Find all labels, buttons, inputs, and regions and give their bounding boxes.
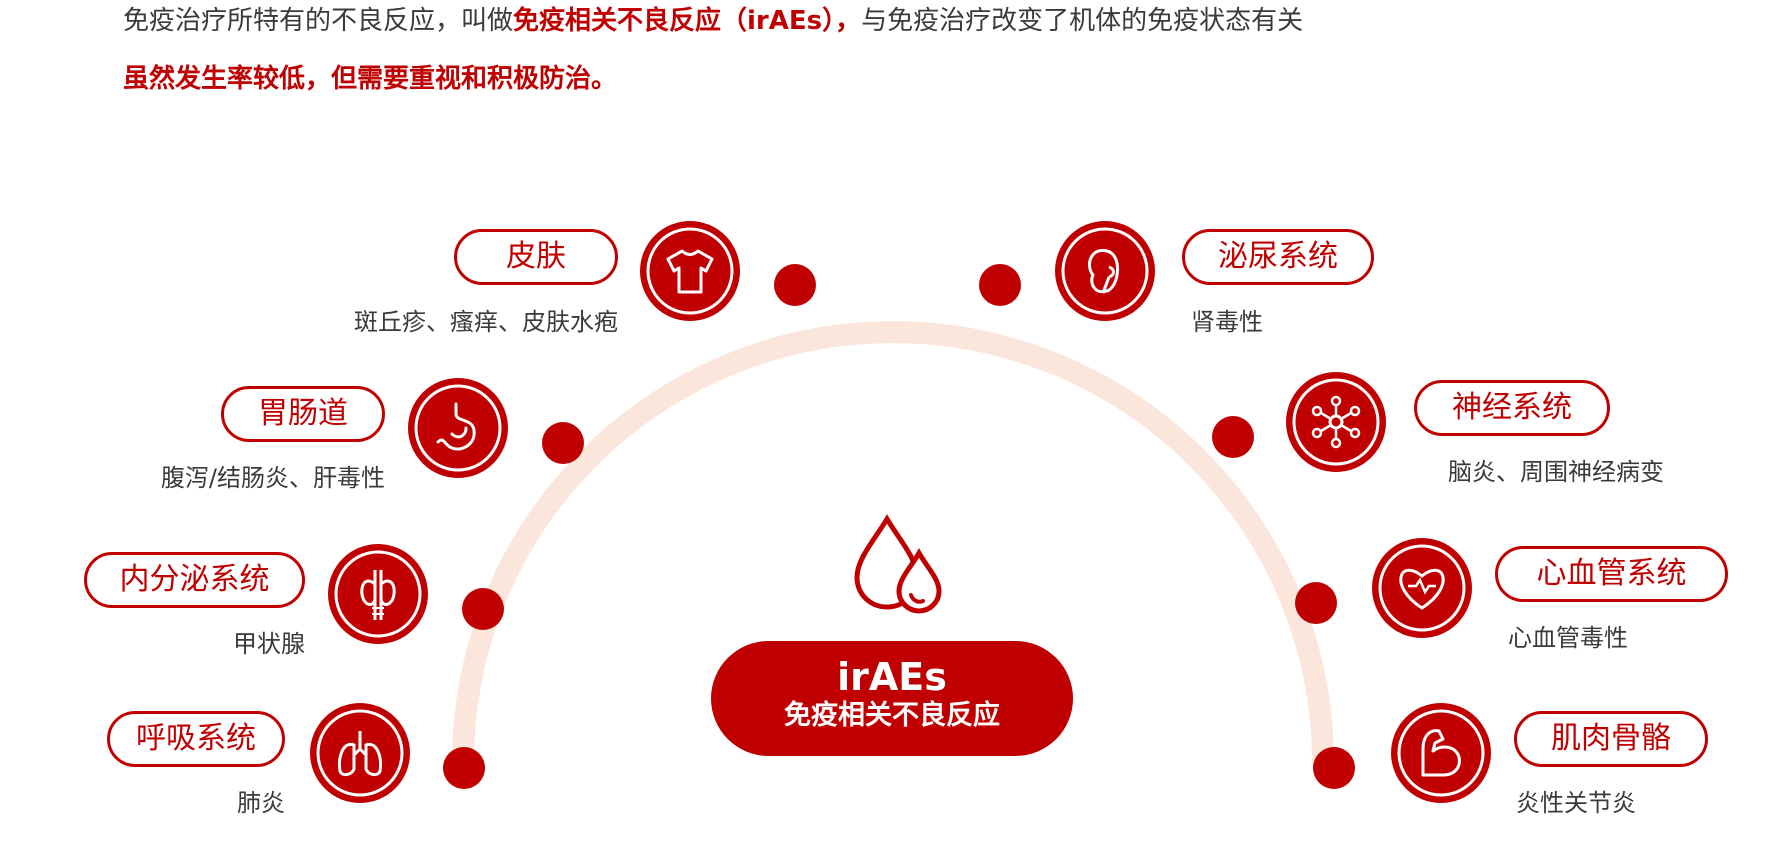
center-badge: irAEs 免疫相关不良反应 <box>711 641 1073 756</box>
organ-arc <box>452 321 1334 773</box>
heart-icon <box>1372 538 1472 638</box>
arc-dot-respiratory <box>443 747 485 789</box>
system-pill-gi: 胃肠道 <box>221 386 385 442</box>
system-pill-cardio: 心血管系统 <box>1495 546 1728 602</box>
stomach-icon <box>408 378 508 478</box>
intro-prefix: 免疫治疗所特有的不良反应，叫做 <box>123 6 514 36</box>
intro-line-2: 虽然发生率较低，但需要重视和积极防治。 <box>123 64 618 94</box>
system-pill-musculo: 肌肉骨骼 <box>1514 711 1708 767</box>
system-detail-urinary: 肾毒性 <box>1191 308 1263 336</box>
arc-dot-endocrine <box>462 588 504 630</box>
arc-dot-musculo <box>1313 747 1355 789</box>
intro-line-1: 免疫治疗所特有的不良反应，叫做免疫相关不良反应（irAEs），与免疫治疗改变了机… <box>123 0 1303 37</box>
system-detail-gi: 腹泻/结肠炎、肝毒性 <box>160 464 385 492</box>
intro-suffix: 与免疫治疗改变了机体的免疫状态有关 <box>861 6 1304 36</box>
muscle-arm-icon <box>1391 703 1491 803</box>
arc-dot-nervous <box>1212 416 1254 458</box>
system-detail-musculo: 炎性关节炎 <box>1516 789 1636 817</box>
arc-dot-urinary <box>979 264 1021 306</box>
arc-dot-gi <box>542 422 584 464</box>
system-detail-endocrine: 甲状腺 <box>233 630 305 658</box>
neuron-icon <box>1286 372 1386 472</box>
blood-drops-icon <box>854 514 942 614</box>
system-pill-urinary: 泌尿系统 <box>1182 229 1374 285</box>
system-pill-nervous: 神经系统 <box>1414 380 1610 436</box>
system-detail-cardio: 心血管毒性 <box>1508 624 1628 652</box>
intro-emphasis: 免疫相关不良反应（irAEs）， <box>513 6 862 36</box>
kidney-icon <box>1055 221 1155 321</box>
lungs-icon <box>310 703 410 803</box>
system-detail-respiratory: 肺炎 <box>237 789 285 817</box>
arc-dot-skin <box>774 264 816 306</box>
center-subtitle: 免疫相关不良反应 <box>784 700 1000 731</box>
system-detail-nervous: 脑炎、周围神经病变 <box>1448 458 1664 486</box>
thyroid-icon <box>328 544 428 644</box>
system-pill-skin: 皮肤 <box>454 229 618 285</box>
system-pill-endocrine: 内分泌系统 <box>84 552 305 608</box>
arc-dot-cardio <box>1295 582 1337 624</box>
center-title: irAEs <box>837 655 947 699</box>
system-pill-respiratory: 呼吸系统 <box>107 711 285 767</box>
shirt-icon <box>640 221 740 321</box>
system-detail-skin: 斑丘疹、瘙痒、皮肤水疱 <box>354 308 618 336</box>
